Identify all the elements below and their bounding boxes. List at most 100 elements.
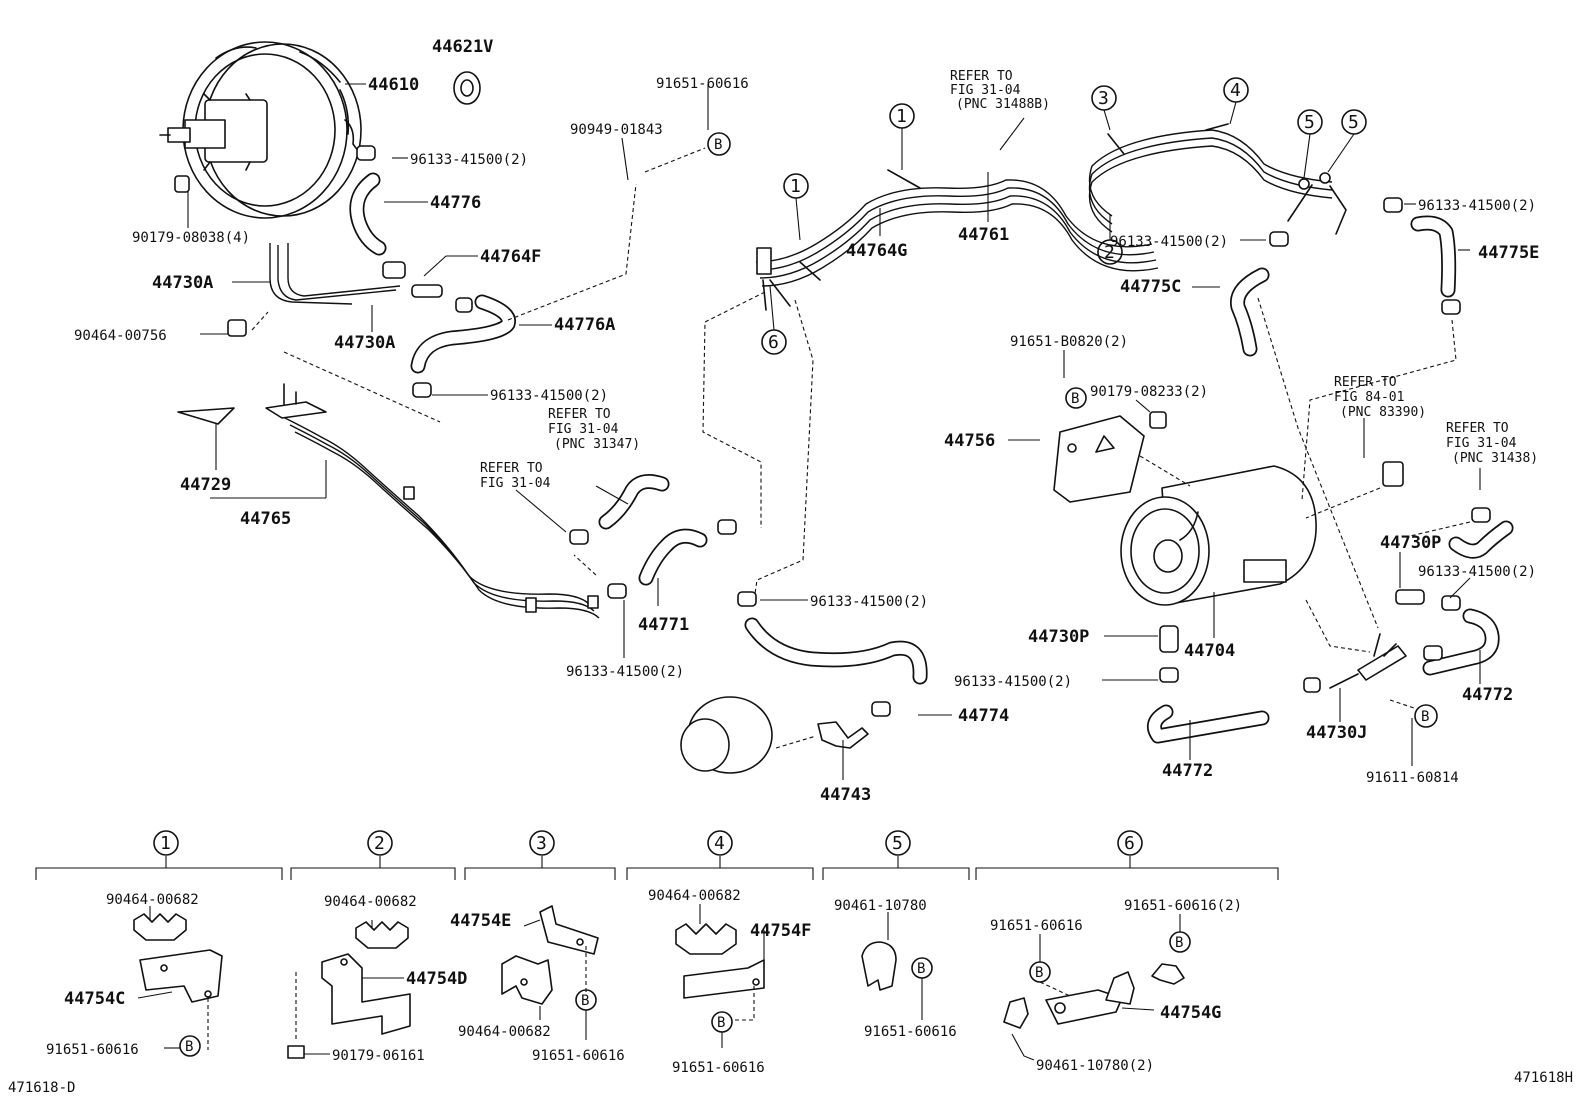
pump-44743[interactable] — [680, 696, 869, 774]
refer-blocks: REFER TO FIG 31-04 (PNC 31488B) REFER TO… — [480, 69, 1538, 491]
label-44756: 44756 — [944, 431, 995, 451]
clamp-96133-c[interactable] — [569, 519, 737, 599]
hose-44772-right[interactable] — [1422, 608, 1500, 676]
callout-1a: 1 — [896, 106, 907, 127]
label-44764G: 44764G — [846, 241, 907, 261]
detail-5[interactable]: B — [861, 912, 933, 1020]
label-96133-41500-d: 96133-41500(2) — [810, 594, 928, 610]
callout-3a: 3 — [1098, 88, 1109, 109]
dashed-lines — [251, 147, 1471, 749]
callout-6a: 6 — [768, 332, 779, 353]
detail-6[interactable]: B B — [1003, 914, 1191, 1061]
hose-44775E[interactable] — [1410, 215, 1457, 298]
hose-44776A[interactable] — [410, 294, 516, 374]
clamp-96133-d[interactable] — [737, 591, 891, 717]
label-91651-60616-6b: 91651-60616(2) — [1124, 898, 1242, 914]
clamp-96133-e[interactable] — [1269, 197, 1403, 247]
section-1: 1 — [160, 833, 171, 854]
detail-3[interactable]: B — [501, 905, 599, 1040]
label-44771: 44771 — [638, 615, 689, 635]
clip-90464-00756[interactable] — [227, 319, 247, 337]
clamp-96133-f[interactable] — [1441, 299, 1461, 315]
label-90179-08038: 90179-08038(4) — [132, 230, 250, 246]
callouts-main: 1 1 3 4 5 5 2 6 — [761, 77, 1367, 355]
label-90179-08233: 90179-08233(2) — [1090, 384, 1208, 400]
bolt-b-44756: B — [1071, 391, 1079, 407]
label-44765: 44765 — [240, 509, 291, 529]
valve-44730P-left[interactable] — [1159, 625, 1179, 683]
label-44761: 44761 — [958, 225, 1009, 245]
label-44772-2: 44772 — [1462, 685, 1513, 705]
label-96133-41500-g: 96133-41500(2) — [954, 674, 1072, 690]
hose-refer-31438[interactable] — [1448, 507, 1514, 559]
ref-top-3: (PNC 31488B) — [956, 97, 1050, 112]
pipe-44765[interactable] — [265, 383, 600, 619]
hose-44776[interactable] — [349, 172, 387, 256]
figure-code-right: 471618H — [1514, 1070, 1573, 1086]
label-90179-06161: 90179-06161 — [332, 1048, 425, 1064]
ref-low-2: FIG 31-04 — [480, 476, 551, 491]
valve-44764F[interactable] — [382, 261, 473, 313]
bolt-b-right: B — [1421, 709, 1429, 725]
hose-44772-bottom[interactable] — [1146, 704, 1270, 744]
ref-84-3: (PNC 83390) — [1340, 405, 1426, 420]
label-90464-00682-2: 90464-00682 — [324, 894, 417, 910]
label-44754E: 44754E — [450, 911, 511, 931]
nut-90179-08233[interactable] — [1149, 411, 1167, 429]
bolt-b-6b: B — [1175, 935, 1183, 951]
label-44774: 44774 — [958, 706, 1009, 726]
ref-84-2: FIG 84-01 — [1334, 390, 1404, 405]
clamp-96133-b[interactable] — [412, 382, 432, 398]
label-96133-41500-a: 96133-41500(2) — [410, 152, 528, 168]
label-44621V: 44621V — [432, 37, 493, 57]
switch-refer-84-01[interactable] — [1382, 461, 1404, 487]
ref-mid-2: FIG 31-04 — [548, 422, 619, 437]
detail-2[interactable] — [287, 920, 411, 1059]
seal-44621V[interactable] — [453, 71, 481, 105]
top-labels: 44621V 44610 91651-60616 90949-01843 961… — [74, 37, 1539, 805]
hose-44775C[interactable] — [1230, 267, 1270, 357]
bracket-44729[interactable] — [177, 407, 235, 425]
label-44754C: 44754C — [64, 989, 125, 1009]
label-44730P-1: 44730P — [1028, 627, 1089, 647]
label-90461-10780-6: 90461-10780(2) — [1036, 1058, 1154, 1074]
label-44704: 44704 — [1184, 641, 1235, 661]
pipe-44730A[interactable] — [269, 243, 401, 305]
ref-low-1: REFER TO — [480, 461, 543, 476]
ref-mid-1: REFER TO — [548, 407, 611, 422]
ref-right-2: FIG 31-04 — [1446, 436, 1517, 451]
canister-44704[interactable] — [1120, 465, 1317, 606]
brake-booster[interactable] — [159, 41, 362, 219]
detail-4[interactable]: B — [675, 904, 765, 1048]
hose-44774[interactable] — [744, 617, 928, 685]
label-44730A-1: 44730A — [152, 273, 213, 293]
nut-90179-08038[interactable] — [174, 175, 190, 193]
label-44772-1: 44772 — [1162, 761, 1213, 781]
label-90949-01843: 90949-01843 — [570, 122, 663, 138]
ref-right-1: REFER TO — [1446, 421, 1509, 436]
clamp-96133-a[interactable] — [356, 145, 376, 161]
bracket-44756[interactable] — [1053, 415, 1145, 503]
label-91651-60616-top: 91651-60616 — [656, 76, 749, 92]
detail-brackets: 1 2 3 4 5 6 — [35, 830, 1279, 880]
label-44743: 44743 — [820, 785, 871, 805]
hose-refer-31347[interactable] — [598, 474, 670, 530]
detail-1[interactable]: B — [133, 906, 223, 1057]
hose-44771[interactable] — [638, 528, 708, 586]
figure-code-left: 471618-D — [8, 1080, 75, 1096]
bolt-b-1: B — [185, 1039, 193, 1055]
label-96133-41500-e: 96133-41500(2) — [1110, 234, 1228, 250]
joint-44730J[interactable] — [1303, 633, 1407, 693]
callout-5b: 5 — [1348, 112, 1359, 133]
label-44610: 44610 — [368, 75, 419, 95]
label-96133-41500-b: 96133-41500(2) — [490, 388, 608, 404]
label-90464-00682-4: 90464-00682 — [648, 888, 741, 904]
label-91651-B0820: 91651-B0820(2) — [1010, 334, 1128, 350]
label-44776: 44776 — [430, 193, 481, 213]
label-44775C: 44775C — [1120, 277, 1181, 297]
valve-44730P-right[interactable] — [1395, 589, 1461, 611]
ref-mid-3: (PNC 31347) — [554, 437, 640, 452]
pipe-44761[interactable] — [755, 123, 1347, 311]
label-44754G: 44754G — [1160, 1003, 1221, 1023]
